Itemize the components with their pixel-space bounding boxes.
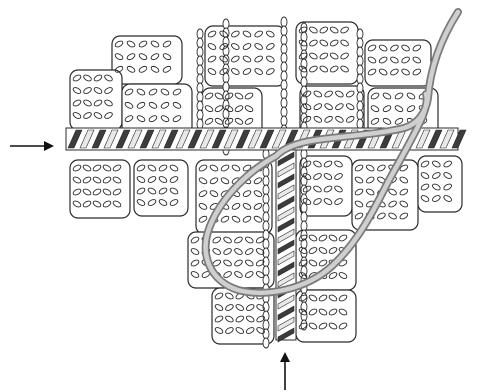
post-loop: [223, 100, 229, 110]
post-loop: [281, 71, 287, 81]
post-loop: [357, 83, 363, 93]
post-loop: [301, 302, 307, 312]
post-loop: [197, 83, 203, 93]
post-loop: [197, 56, 203, 66]
post-loop: [357, 38, 363, 48]
post-loop: [301, 86, 307, 96]
post-loop: [197, 101, 203, 111]
post-loop: [301, 212, 307, 222]
post-loop: [357, 56, 363, 66]
post-loop: [197, 110, 203, 120]
crocheted-fabric: [70, 17, 462, 348]
post-loop: [281, 80, 287, 90]
post-loop: [281, 35, 287, 45]
post-loop: [281, 116, 287, 126]
post-loop: [197, 74, 203, 84]
post-loop: [223, 82, 229, 92]
post-loop: [281, 98, 287, 108]
post-loop: [197, 29, 203, 39]
post-loop: [223, 19, 229, 29]
post-loop: [281, 62, 287, 72]
post-loop: [301, 68, 307, 78]
post-loop: [357, 65, 363, 75]
post-loop: [301, 59, 307, 69]
post-loop: [301, 77, 307, 87]
post-loop: [357, 29, 363, 39]
post-loop: [301, 203, 307, 213]
post-loop: [357, 110, 363, 120]
post-loop: [197, 92, 203, 102]
post-loop: [281, 17, 287, 27]
post-loop: [197, 65, 203, 75]
post-loop: [197, 47, 203, 57]
arrow-right-icon: [10, 141, 54, 151]
post-loop: [301, 311, 307, 321]
post-loop: [263, 338, 269, 348]
post-loop: [281, 44, 287, 54]
post-loop: [357, 101, 363, 111]
post-loop: [223, 37, 229, 47]
post-loop: [301, 221, 307, 231]
post-loop: [281, 107, 287, 117]
arrow-up-icon: [280, 352, 290, 390]
post-loop: [263, 167, 269, 177]
post-loop: [263, 176, 269, 186]
post-loop: [357, 47, 363, 57]
post-loop: [357, 74, 363, 84]
post-loop: [223, 91, 229, 101]
post-loop: [263, 212, 269, 222]
post-loop: [357, 92, 363, 102]
post-loop: [281, 89, 287, 99]
post-loop: [263, 320, 269, 330]
post-loop: [263, 194, 269, 204]
post-loop: [281, 53, 287, 63]
post-loop: [281, 26, 287, 36]
post-loop: [263, 203, 269, 213]
post-loop: [263, 221, 269, 231]
post-loop: [263, 185, 269, 195]
vertical-joining-seam: [276, 150, 296, 342]
post-loop: [301, 167, 307, 177]
post-loop: [197, 38, 203, 48]
